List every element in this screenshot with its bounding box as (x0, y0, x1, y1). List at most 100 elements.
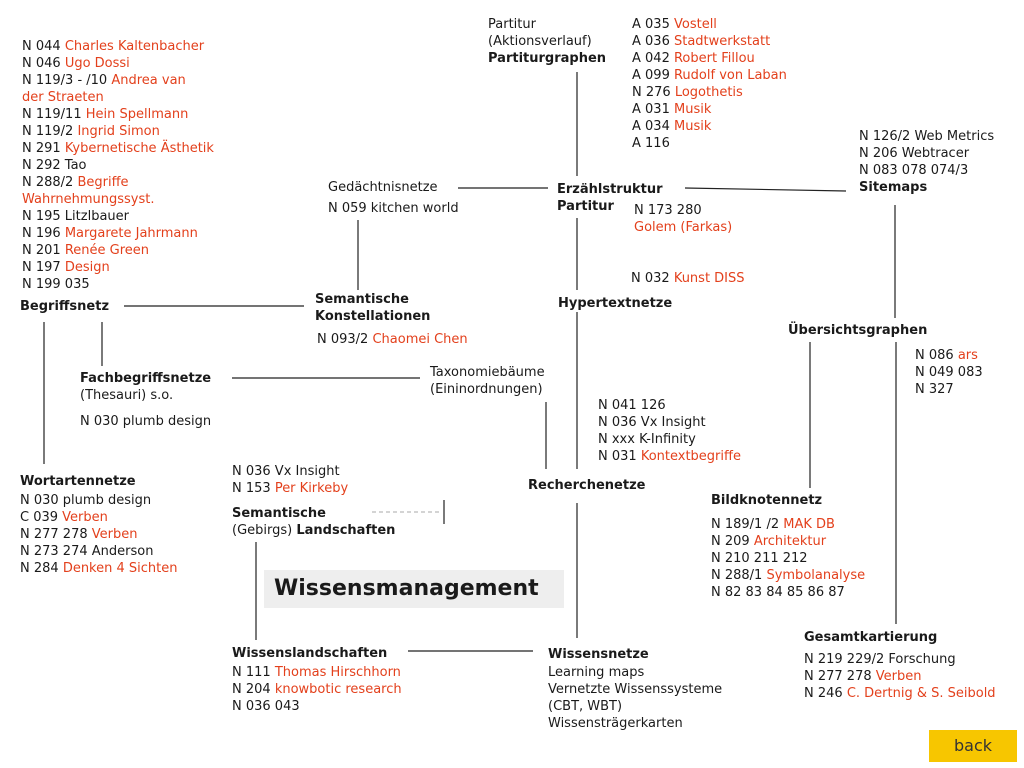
ref-link[interactable]: Charles Kaltenbacher (64, 39, 205, 54)
partitur-sub-label: (Aktionsverlauf) (488, 34, 592, 49)
hypertextnetze-heading[interactable]: Hypertextnetze (558, 296, 673, 311)
recherche-refs: N 041 126 N 036 Vx Insight N xxx K-Infin… (598, 397, 741, 465)
ref-link[interactable]: Begriffe (77, 175, 129, 190)
ref-line: A 042 Robert Fillou (632, 51, 755, 66)
ref-line: N 292 Tao (22, 158, 87, 173)
uebersicht-heading[interactable]: Übersichtsgraphen (788, 323, 928, 338)
ref-line: N 195 Litzlbauer (22, 209, 129, 224)
ref-link[interactable]: Golem (Farkas) (634, 220, 733, 235)
fachbegriff-node: Fachbegriffsnetze (Thesauri) s.o. N 030 … (80, 370, 211, 430)
wortarten-heading[interactable]: Wortartennetze (20, 474, 136, 489)
ref-line: N 204 knowbotic research (232, 682, 402, 697)
recherchenetze-heading[interactable]: Recherchenetze (528, 478, 646, 493)
taxonomie-sub-label: (Eininordnungen) (430, 382, 543, 397)
ref-line: N 199 035 (22, 277, 90, 292)
ref-link[interactable]: ars (957, 348, 978, 363)
ref-line: A 036 Stadtwerkstatt (632, 34, 771, 49)
ref-link[interactable]: MAK DB (783, 517, 835, 532)
ref-line: N 210 211 212 (711, 551, 808, 566)
ref-link[interactable]: Thomas Hirschhorn (274, 665, 401, 680)
taxonomie-heading[interactable]: Taxonomiebäume (430, 365, 545, 380)
ref-line: N 031 Kontextbegriffe (598, 449, 741, 464)
ref-link[interactable]: Ugo Dossi (64, 56, 130, 71)
ref-link[interactable]: Andrea van (111, 73, 186, 88)
ref-link[interactable]: Symbolanalyse (766, 568, 866, 583)
ref-line: N 111 Thomas Hirschhorn (232, 665, 401, 680)
ref-link[interactable]: Musik (673, 119, 712, 134)
ref-link[interactable]: knowbotic research (274, 682, 402, 697)
ref-link[interactable]: Robert Fillou (673, 51, 755, 66)
ref-line: N 036 043 (232, 699, 300, 714)
ref-link[interactable]: Vostell (673, 17, 717, 32)
uebersicht-refs: N 086 ars N 049 083 N 327 (915, 347, 983, 398)
wissensnetze-item: Vernetzte Wissenssysteme (548, 682, 723, 697)
ref-link[interactable]: Kunst DISS (673, 271, 745, 286)
ref-link[interactable]: Rudolf von Laban (673, 68, 787, 83)
ref-line: N 126/2 Web Metrics (859, 129, 995, 144)
sem-landschaften-sub-heading[interactable]: (Gebirgs) Landschaften (232, 523, 396, 538)
sem-landschaften-heading[interactable]: Semantische (232, 506, 326, 521)
ref-link[interactable]: Verben (875, 669, 922, 684)
ref-link[interactable]: Design (64, 260, 110, 275)
ref-link[interactable]: C. Dertnig & S. Seibold (846, 686, 996, 701)
ref-link[interactable]: Kontextbegriffe (640, 449, 741, 464)
partitur-node: Partitur (Aktionsverlauf) Partiturgraphe… (488, 16, 606, 67)
erzaehl-refs: N 173 280 Golem (Farkas) (634, 202, 732, 236)
begriffs-refs: N 044 Charles Kaltenbacher N 046 Ugo Dos… (22, 38, 214, 293)
fachbegriff-sub-label: (Thesauri) s.o. (80, 388, 174, 403)
sitemaps-heading[interactable]: Sitemaps (859, 180, 928, 195)
ref-line: N 153 Per Kirkeby (232, 481, 349, 496)
ref-line: N 044 Charles Kaltenbacher (22, 39, 205, 54)
erzaehl-node: Erzählstruktur Partitur (557, 181, 663, 215)
wissenslandschaften-heading[interactable]: Wissenslandschaften (232, 646, 388, 661)
ref-line: N 119/11 Hein Spellmann (22, 107, 189, 122)
begriffsnetz-heading[interactable]: Begriffsnetz (20, 299, 110, 314)
bildknoten-heading[interactable]: Bildknotennetz (711, 493, 823, 508)
sem-landschaften-node: Semantische (Gebirgs) Landschaften (232, 505, 395, 539)
gesamt-node: Gesamtkartierung N 219 229/2 Forschung N… (804, 629, 996, 702)
ref-line: N 173 280 (634, 203, 702, 218)
wissensnetze-heading[interactable]: Wissensnetze (548, 647, 649, 662)
partitur-label: Partitur (488, 17, 536, 32)
ref-line: N 246 C. Dertnig & S. Seibold (804, 686, 996, 701)
ref-line: N 189/1 /2 MAK DB (711, 517, 835, 532)
ref-line: N 82 83 84 85 86 87 (711, 585, 845, 600)
ref-link[interactable]: Stadtwerkstatt (673, 34, 771, 49)
ref-link[interactable]: Hein Spellmann (85, 107, 189, 122)
gedaechtnis-heading[interactable]: Gedächtnisnetze (328, 180, 438, 195)
ref-link[interactable]: Logothetis (674, 85, 743, 100)
erzaehl-heading[interactable]: Erzählstruktur (557, 182, 663, 197)
wissensnetze-node: Wissensnetze Learning maps Vernetzte Wis… (548, 646, 722, 732)
ref-link[interactable]: Denken 4 Sichten (62, 561, 178, 576)
ref-line: Golem (Farkas) (634, 219, 732, 236)
ref-link[interactable]: Verben (62, 510, 108, 525)
ref-line: A 116 (632, 136, 670, 151)
wissensnetze-item: (CBT, WBT) (548, 699, 623, 714)
ref-link[interactable]: Ingrid Simon (77, 124, 160, 139)
gedaechtnis-node: Gedächtnisnetze N 059 kitchen world (328, 179, 459, 217)
ref-link[interactable]: Renée Green (64, 243, 149, 258)
ref-link[interactable]: Chaomei Chen (372, 332, 468, 347)
ref-line: Wahrnehmungssyst. (22, 191, 214, 208)
ref-link[interactable]: Per Kirkeby (274, 481, 349, 496)
ref-line: N 273 274 Anderson (20, 544, 154, 559)
erzaehl-sub-heading[interactable]: Partitur (557, 199, 614, 214)
ref-line: C 039 Verben (20, 510, 108, 525)
ref-line: N 046 Ugo Dossi (22, 56, 130, 71)
wissensnetze-item: Wissensträgerkarten (548, 716, 683, 731)
partiturgraphen-heading[interactable]: Partiturgraphen (488, 51, 607, 66)
ref-link[interactable]: Architektur (753, 534, 827, 549)
ref-link[interactable]: Musik (673, 102, 712, 117)
gesamt-heading[interactable]: Gesamtkartierung (804, 630, 938, 645)
ref-line: N 086 ars (915, 348, 978, 363)
ref-link[interactable]: Wahrnehmungssyst. (22, 192, 155, 207)
konstellationen-heading[interactable]: Semantische (315, 292, 409, 307)
ref-link[interactable]: Margarete Jahrmann (64, 226, 198, 241)
ref-link[interactable]: der Straeten (22, 90, 104, 105)
konstellationen-sub-heading[interactable]: Konstellationen (315, 309, 431, 324)
ref-link[interactable]: Kybernetische Ästhetik (64, 141, 214, 156)
ref-line: N 277 278 Verben (804, 669, 922, 684)
fachbegriff-heading[interactable]: Fachbegriffsnetze (80, 371, 212, 386)
ref-link[interactable]: Verben (91, 527, 138, 542)
back-button[interactable]: back (929, 730, 1017, 762)
